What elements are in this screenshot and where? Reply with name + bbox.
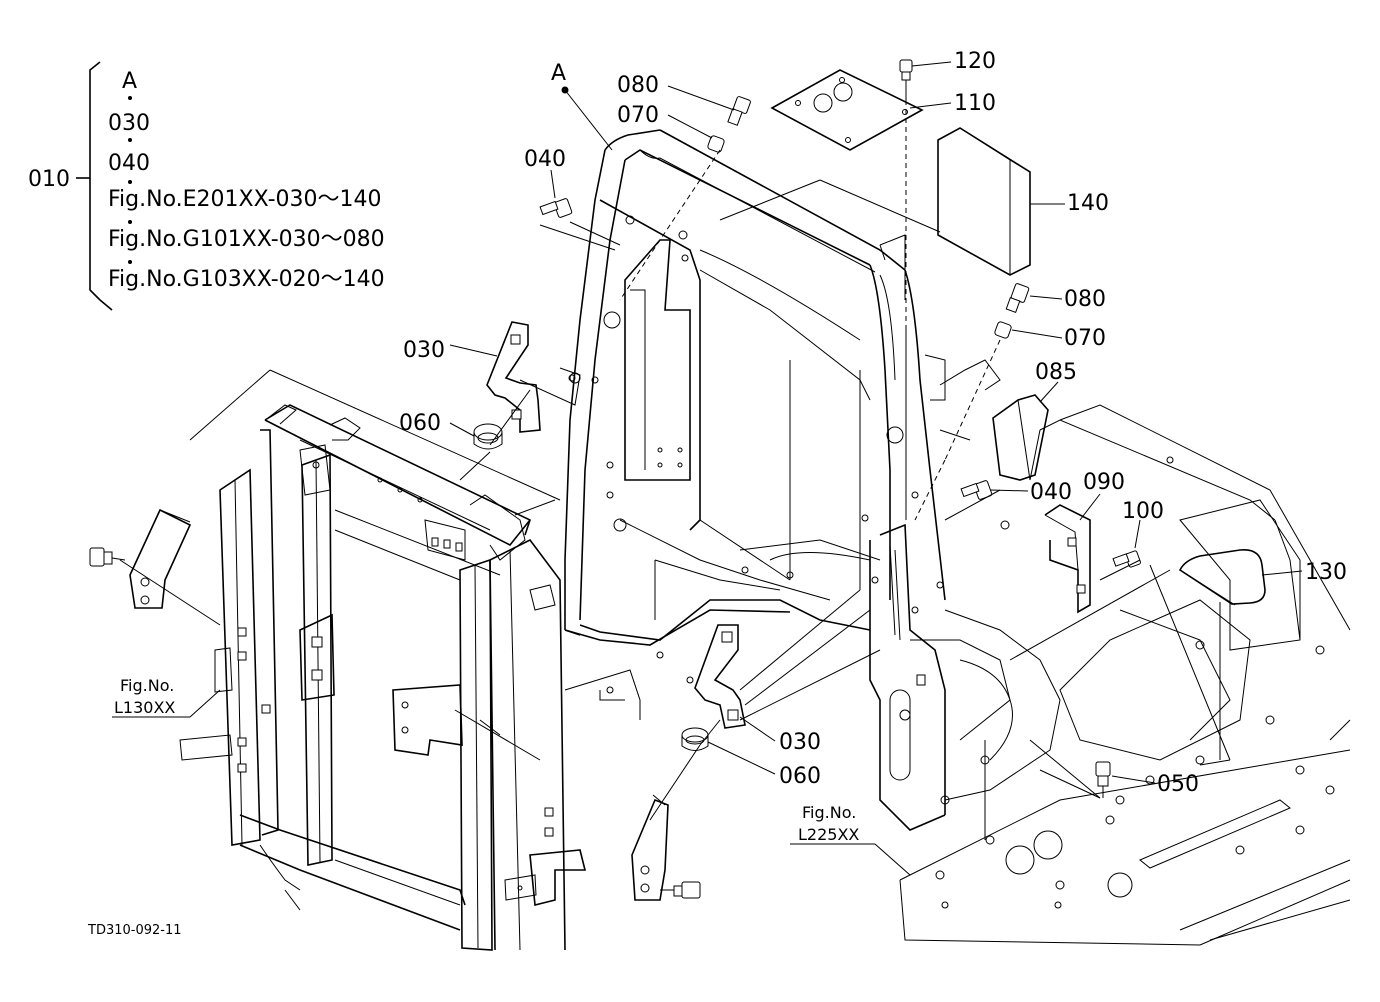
right-console [1029, 419, 1301, 641]
floor-plate [899, 404, 1351, 946]
lower-left-bracket [631, 794, 669, 901]
bracket-030-lower [694, 624, 746, 729]
bracket-090 [1044, 504, 1091, 614]
spacer-070-right-icon [994, 321, 1012, 339]
label-085: 085 [1035, 360, 1077, 385]
bolt-080-right-icon [1005, 283, 1030, 313]
cushion-140 [937, 127, 1031, 276]
label-050: 050 [1157, 772, 1199, 797]
mount-060-left [473, 423, 503, 450]
ref-right-fig: Fig.No. [802, 803, 856, 822]
label-080-top: 080 [617, 73, 659, 98]
point-a-label: A [551, 61, 566, 86]
group-member-fig-e201: Fig.No.E201XX-030～140 [108, 187, 382, 212]
label-090: 090 [1083, 470, 1125, 495]
label-060-lower: 060 [779, 764, 821, 789]
group-member-a: A [122, 69, 137, 94]
ref-left-code: L130XX [114, 698, 175, 717]
seat-back-frame [514, 129, 1061, 831]
label-040-top: 040 [524, 147, 566, 172]
assembly-lines [189, 100, 1231, 840]
leader-lines [112, 61, 1303, 876]
lower-bolt-icon [660, 881, 701, 899]
label-140: 140 [1067, 191, 1109, 216]
bolt-080-top-icon [727, 96, 751, 126]
label-110: 110 [954, 91, 996, 116]
bracket-030-left [486, 321, 581, 433]
group-member-030: 030 [108, 111, 150, 136]
label-130: 130 [1305, 560, 1347, 585]
label-030-left: 030 [403, 338, 445, 363]
group-member-fig-g101: Fig.No.G101XX-030～080 [108, 227, 385, 252]
bolt-040-top-icon [539, 198, 573, 218]
ref-left-fig: Fig.No. [120, 676, 174, 695]
group-member-fig-g103: Fig.No.G103XX-020～140 [108, 267, 385, 292]
label-080-right: 080 [1064, 287, 1106, 312]
label-030-lower: 030 [779, 730, 821, 755]
group-number: 010 [28, 167, 70, 192]
pad-130 [1178, 548, 1266, 606]
cover-085 [992, 394, 1049, 481]
group-member-040: 040 [108, 151, 150, 176]
plate-110 [770, 69, 924, 151]
screw-120-icon [899, 59, 913, 100]
label-070-right: 070 [1064, 326, 1106, 351]
label-120: 120 [954, 49, 996, 74]
label-060-left: 060 [399, 411, 441, 436]
bolt-100-icon [1112, 550, 1141, 568]
label-070-top: 070 [617, 103, 659, 128]
spacer-070-top-icon [707, 135, 725, 153]
drawing-code: TD310-092-11 [87, 923, 182, 938]
left-bolt-icon [89, 547, 126, 567]
ref-right-code: L225XX [798, 825, 859, 844]
group-bracket [76, 61, 132, 311]
left-cab-frame [179, 404, 587, 951]
left-side-bracket [119, 508, 221, 626]
label-100: 100 [1122, 499, 1164, 524]
label-040-mid: 040 [1030, 480, 1072, 505]
bolt-050-icon [1095, 761, 1111, 798]
